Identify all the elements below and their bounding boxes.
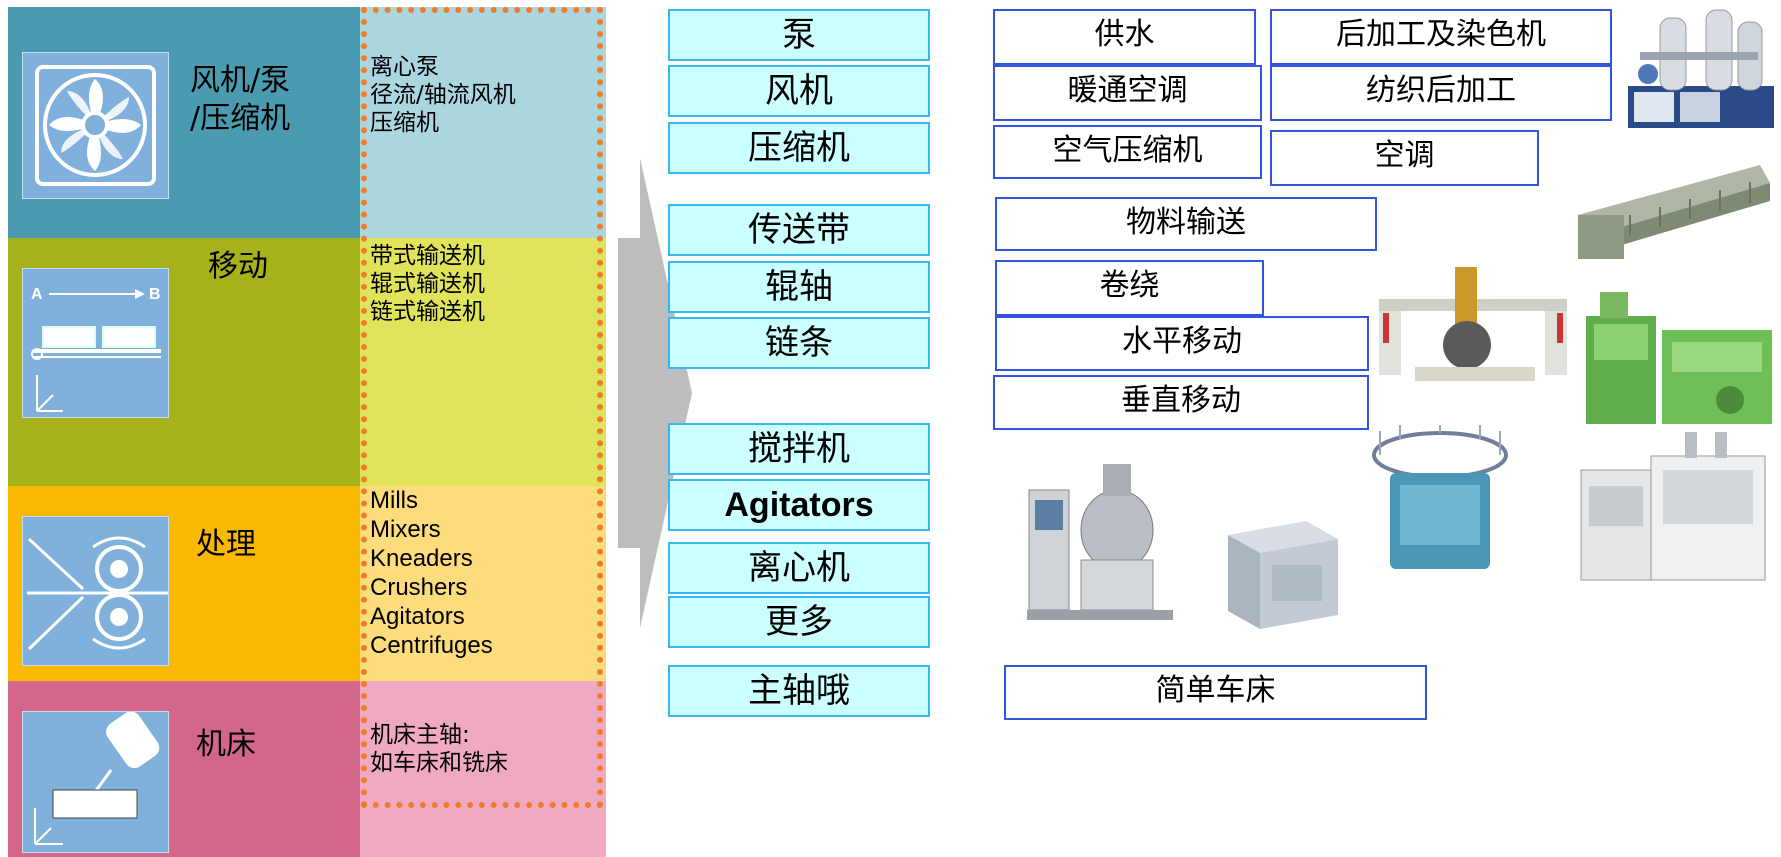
- rollers-icon: [22, 516, 169, 666]
- right-arrow-icon: [618, 158, 692, 628]
- category-items: 机床主轴: 如车床和铣床: [370, 722, 508, 776]
- app-winding: 卷绕: [995, 260, 1264, 316]
- category-label: 风机/泵 /压缩机: [190, 63, 291, 136]
- kneader-image: [1228, 521, 1338, 629]
- middle-item-belt: 传送带: [668, 204, 930, 256]
- app-air-compressor: 空气压缩机: [993, 125, 1262, 179]
- app-simple-lathe: 简单车床: [1004, 665, 1427, 720]
- knitting-machine-image: [1372, 425, 1508, 569]
- middle-item-roller: 辊轴: [668, 261, 930, 313]
- dyeing-line-image: [1578, 165, 1770, 259]
- fan-icon: [22, 52, 169, 199]
- pump-unit-image: [1628, 9, 1774, 128]
- winding-machine-image: [1586, 292, 1772, 424]
- mixer-vessel-image: [1027, 464, 1173, 620]
- app-post-dye: 后加工及染色机: [1270, 9, 1612, 65]
- middle-item-chain: 链条: [668, 317, 930, 369]
- conveyor-icon: A B: [22, 268, 169, 418]
- middle-item-centrifuge: 离心机: [668, 542, 930, 594]
- middle-item-more: 更多: [668, 596, 930, 648]
- app-vertical-move: 垂直移动: [993, 375, 1369, 430]
- middle-item-spindle: 主轴哦: [668, 665, 930, 717]
- category-items: 离心泵 径流/轴流风机 压缩机: [370, 54, 516, 136]
- middle-item-compressor: 压缩机: [668, 122, 930, 174]
- category-detail-band: [360, 7, 606, 238]
- category-label: 机床: [196, 727, 256, 762]
- category-detail-band: [360, 238, 606, 486]
- category-label: 处理: [196, 527, 256, 562]
- middle-item-mixer: 搅拌机: [668, 423, 930, 475]
- category-items: 带式输送机 辊式输送机 链式输送机: [370, 243, 485, 325]
- middle-item-fan: 风机: [668, 65, 930, 117]
- app-water-supply: 供水: [993, 9, 1256, 65]
- app-textile-post: 纺织后加工: [1270, 65, 1612, 121]
- spindle-icon: [22, 711, 169, 853]
- app-hvac: 暖通空调: [993, 65, 1262, 121]
- stone-cutter-image: [1379, 267, 1567, 381]
- category-items: Mills Mixers Kneaders Crushers Agitators…: [370, 487, 493, 659]
- app-material-transport: 物料输送: [995, 197, 1377, 251]
- middle-item-pump: 泵: [668, 9, 930, 61]
- packaging-machine-image: [1580, 432, 1766, 581]
- app-air-con: 空调: [1270, 130, 1539, 186]
- category-label: 移动: [208, 249, 268, 284]
- dotted-highlight-frame: [361, 7, 603, 808]
- svg-text:B: B: [149, 286, 161, 303]
- middle-item-agitators: Agitators: [668, 479, 930, 531]
- svg-text:A: A: [31, 286, 43, 303]
- app-horizontal-move: 水平移动: [995, 316, 1369, 371]
- category-detail-band: [360, 486, 606, 681]
- category-detail-band: [360, 681, 606, 857]
